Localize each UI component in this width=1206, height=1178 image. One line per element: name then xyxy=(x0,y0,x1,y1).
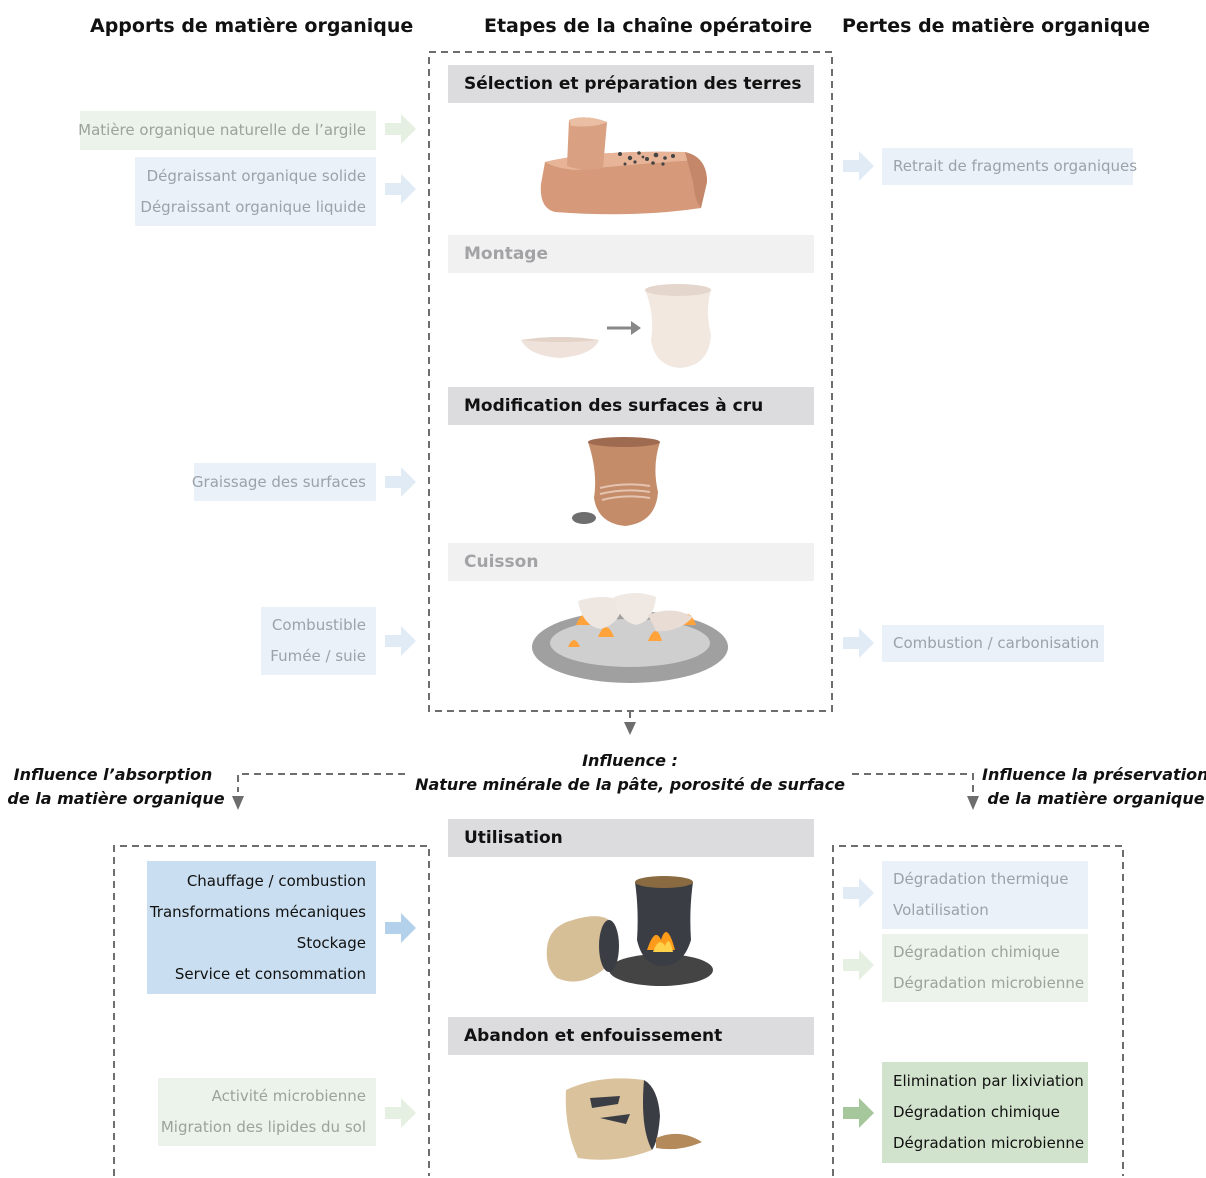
abandon-illustration xyxy=(565,1078,702,1160)
input-graissage-label: Graissage des surfaces xyxy=(191,472,366,491)
arrow-fuel xyxy=(385,626,416,656)
inputs-header: Apports de matière organique xyxy=(90,15,414,37)
input-surface-greasing: Graissage des surfaces xyxy=(191,463,376,501)
arrow-argile xyxy=(385,114,416,144)
left-influence-line1: Influence l’absorption xyxy=(13,765,213,784)
firing-illustration xyxy=(532,593,728,683)
arrow-burial-loss xyxy=(843,1098,874,1128)
input-organic-temper: Dégraissant organique solide Dégraissant… xyxy=(135,157,376,226)
center-influence-line1: Influence : xyxy=(582,751,678,770)
loss-lixiviation-label: Elimination par lixiviation xyxy=(893,1072,1084,1090)
loss-thermal: Dégradation thermique Volatilisation xyxy=(882,861,1088,929)
input-use-activities: Chauffage / combustion Transformations m… xyxy=(147,861,376,994)
input-transformations-label: Transformations mécaniques xyxy=(149,902,366,921)
loss-degradation-microbienne-1-label: Dégradation microbienne xyxy=(893,974,1085,992)
losses-header: Pertes de matière organique xyxy=(842,15,1151,37)
stage-selection: Sélection et préparation des terres xyxy=(448,65,814,103)
arrow-chemical xyxy=(843,950,874,980)
use-losses-frame xyxy=(832,845,1124,1176)
center-arrowhead xyxy=(624,722,636,735)
input-burial-sources: Activité microbienne Migration des lipid… xyxy=(158,1078,376,1146)
loss-chemical-microbial-use: Dégradation chimique Dégradation microbi… xyxy=(882,934,1088,1002)
input-migration-label: Migration des lipides du sol xyxy=(160,1118,366,1136)
input-stockage-label: Stockage xyxy=(296,933,366,952)
stage-montage: Montage xyxy=(448,235,814,273)
left-influence-line2: de la matière organique xyxy=(7,789,225,808)
production-frame xyxy=(428,51,833,712)
arrow-use xyxy=(385,913,416,943)
stage-cuisson: Cuisson xyxy=(448,543,814,581)
input-argile-label: Matière organique naturelle de l’argile xyxy=(78,121,366,139)
center-influence-line2: Nature minérale de la pâte, porosité de … xyxy=(415,775,845,794)
arrow-retrait xyxy=(843,151,874,181)
input-degraissant-liquide-label: Dégraissant organique liquide xyxy=(140,197,366,216)
arrow-thermal xyxy=(843,878,874,908)
input-natural-organic-matter: Matière organique naturelle de l’argile xyxy=(78,111,376,150)
loss-retrait-label: Retrait de fragments organiques xyxy=(893,157,1138,175)
arrow-greasing xyxy=(385,467,416,497)
right-influence-line1: Influence la préservation xyxy=(982,765,1206,784)
input-degraissant-solide-label: Dégraissant organique solide xyxy=(146,166,366,185)
stage-utilisation: Utilisation xyxy=(448,819,814,857)
loss-combustion: Combustion / carbonisation xyxy=(882,625,1104,662)
right-influence-line2: de la matière organique xyxy=(987,789,1205,808)
shaping-illustration xyxy=(521,284,711,368)
arrow-temper xyxy=(385,174,416,204)
loss-burial: Elimination par lixiviation Dégradation … xyxy=(882,1062,1088,1163)
input-fumee-label: Fumée / suie xyxy=(270,647,366,665)
loss-fragment-removal: Retrait de fragments organiques xyxy=(882,148,1137,185)
loss-degradation-chimique-2-label: Dégradation chimique xyxy=(893,1103,1060,1121)
input-service-label: Service et consommation xyxy=(174,964,366,983)
use-inputs-frame xyxy=(113,845,430,1176)
stage-modification: Modification des surfaces à cru xyxy=(448,387,814,425)
clay-block-illustration xyxy=(540,117,707,215)
stage-abandon: Abandon et enfouissement xyxy=(448,1017,814,1055)
loss-volatilisation-label: Volatilisation xyxy=(893,901,989,919)
steps-header: Etapes de la chaîne opératoire xyxy=(484,15,813,37)
input-activite-microbienne-label: Activité microbienne xyxy=(211,1087,366,1105)
input-combustible-label: Combustible xyxy=(271,616,366,634)
loss-degradation-microbienne-2-label: Dégradation microbienne xyxy=(893,1134,1085,1152)
utilisation-illustration xyxy=(546,876,713,986)
left-arrowhead xyxy=(232,796,244,810)
input-chauffage-label: Chauffage / combustion xyxy=(186,871,366,890)
loss-combustion-label: Combustion / carbonisation xyxy=(893,634,1100,652)
arrow-burial-input xyxy=(385,1098,416,1128)
loss-degradation-chimique-1-label: Dégradation chimique xyxy=(893,943,1060,961)
input-fuel-smoke: Combustible Fumée / suie xyxy=(261,607,376,675)
right-arrowhead xyxy=(967,796,979,810)
loss-degradation-thermique-label: Dégradation thermique xyxy=(893,870,1069,888)
arrow-combustion xyxy=(843,628,874,658)
surface-modification-illustration xyxy=(572,437,660,526)
right-influence-connector xyxy=(852,773,974,792)
